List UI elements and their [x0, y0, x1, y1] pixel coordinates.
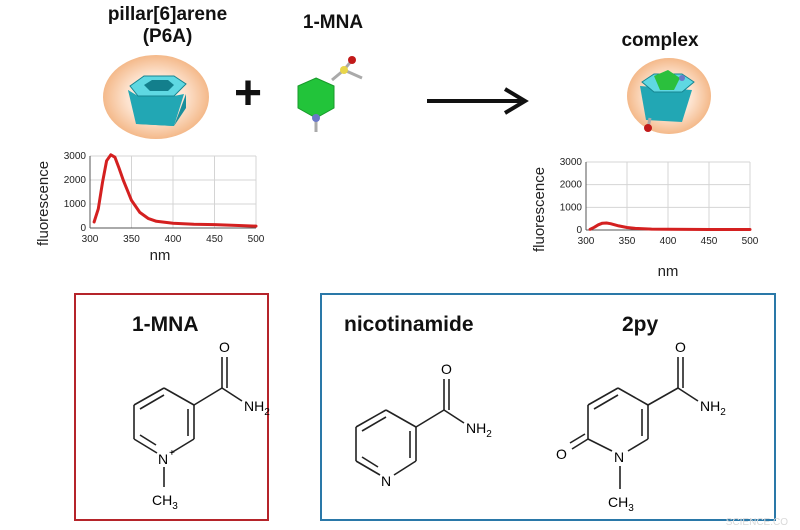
- chart-xlabel: nm: [150, 247, 171, 264]
- x-tick-label: 400: [660, 236, 677, 247]
- amide-nh2-label: NH2: [244, 398, 270, 418]
- ring-bond: [627, 438, 649, 452]
- mna-nitrogen: [312, 114, 320, 122]
- 2py-structure: O O NH2 N CH3: [556, 339, 726, 514]
- fluorescence-chart-free: fluorescence nm 0 1000 2000 3000 300 350 400 45…: [35, 151, 264, 264]
- oxygen-label: O: [675, 339, 686, 355]
- x-tick-label: 450: [701, 236, 718, 247]
- host-abbrev: (P6A): [142, 26, 193, 47]
- ring-double-bond: [361, 456, 379, 468]
- x-tick-label: 350: [123, 234, 140, 245]
- oxygen-label: O: [219, 339, 230, 355]
- ketone-oxygen-label: O: [556, 446, 567, 462]
- fluorescence-chart-complex: fluorescence nm 0 1000 2000 3000 300 350 400 45…: [531, 157, 759, 280]
- y-tick-label: 1000: [64, 199, 87, 210]
- x-tick-label: 450: [206, 234, 223, 245]
- x-tick-label: 500: [742, 236, 759, 247]
- mna-structure-box: 1-MNA O NH2 N + CH3: [74, 293, 270, 521]
- ring-double-bond: [139, 434, 157, 446]
- amide-n-bond: [677, 387, 699, 402]
- mna-ring: [297, 77, 335, 119]
- amide-n-bond: [443, 409, 465, 424]
- amide-nh2-label: NH2: [700, 398, 726, 418]
- ring-double-bond: [593, 394, 619, 410]
- oxygen-label: O: [441, 361, 452, 377]
- ring-bond: [393, 460, 417, 476]
- product-title: complex: [621, 30, 699, 51]
- watermark: SCIENCE.CO: [725, 517, 788, 528]
- ring-bond: [355, 409, 387, 428]
- amide-n-bond: [221, 387, 243, 402]
- y-tick-label: 3000: [64, 151, 87, 162]
- ring-bond: [170, 438, 195, 454]
- mna-3d-model: [297, 56, 363, 132]
- reaction-arrow: [427, 87, 529, 115]
- complex-illustration: [627, 58, 711, 134]
- ring-bond: [587, 387, 619, 406]
- ketone-bond: [569, 433, 586, 444]
- ring-double-bond: [361, 416, 387, 432]
- amide-nh2-label: NH2: [466, 420, 492, 440]
- x-tick-label: 500: [248, 234, 264, 245]
- ring-nitrogen-label: N: [381, 473, 391, 489]
- plus-sign: +: [234, 67, 263, 120]
- y-tick-label: 3000: [560, 157, 583, 168]
- host-cavity: [144, 80, 174, 91]
- ring-bond: [355, 460, 381, 476]
- host-prism-front: [128, 90, 184, 126]
- host-name: pillar[6]arene: [107, 4, 228, 25]
- host-title: pillar[6]arene (P6A): [100, 4, 235, 48]
- pillararene-illustration: [103, 55, 209, 139]
- ring-bond: [163, 387, 195, 406]
- complex-prism-front: [640, 86, 692, 122]
- chart-xlabel: nm: [658, 263, 679, 280]
- y-tick-label: 0: [576, 225, 582, 236]
- ring-bond: [617, 387, 649, 406]
- ring-bond: [133, 387, 165, 406]
- x-tick-label: 350: [619, 236, 636, 247]
- mna-structure: O NH2 N + CH3: [133, 339, 270, 512]
- 2py-title: 2py: [622, 313, 659, 336]
- fluorescence-series-line: [588, 221, 752, 231]
- y-tick-label: 2000: [64, 175, 87, 186]
- amide-bond: [415, 409, 445, 428]
- fluorescence-series-line: [92, 153, 258, 228]
- nicotinamide-title: nicotinamide: [344, 313, 474, 336]
- mna-box-title: 1-MNA: [132, 313, 199, 336]
- amide-bond: [193, 387, 223, 406]
- mna-carbonyl-carbon: [340, 66, 348, 74]
- chart-ylabel: fluorescence: [35, 161, 52, 246]
- ring-double-bond: [139, 394, 165, 410]
- ring-nitrogen-label: N: [614, 449, 624, 465]
- ring-nitrogen-label: N: [158, 451, 168, 467]
- complex-oxygen: [644, 124, 652, 132]
- x-tick-label: 300: [82, 234, 99, 245]
- ring-bond: [587, 438, 613, 452]
- chart-ylabel: fluorescence: [531, 167, 548, 252]
- complex-nitrogen: [679, 75, 685, 81]
- y-tick-label: 0: [80, 223, 86, 234]
- guest-title: 1-MNA: [302, 12, 364, 33]
- complex-guest: [654, 70, 680, 90]
- methyl-label: CH3: [608, 494, 634, 514]
- y-tick-label: 2000: [560, 180, 583, 191]
- charge-label: +: [169, 448, 175, 459]
- ring-bond: [133, 438, 158, 454]
- methyl-label: CH3: [152, 492, 178, 512]
- x-tick-label: 300: [578, 236, 595, 247]
- amide-bond: [647, 387, 679, 406]
- mna-oxygen: [348, 56, 356, 64]
- ring-bond: [385, 409, 417, 428]
- analogs-structure-box: nicotinamide 2py O NH2 N O: [320, 293, 776, 521]
- x-tick-label: 400: [165, 234, 182, 245]
- ketone-bond: [571, 438, 589, 450]
- y-tick-label: 1000: [560, 202, 583, 213]
- nicotinamide-structure: O NH2 N: [355, 361, 492, 489]
